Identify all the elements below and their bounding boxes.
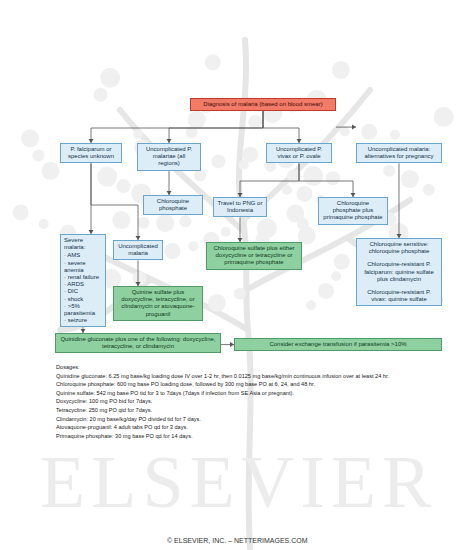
dosage-note: Dosages: [56,364,80,370]
process-box: Chloroquine phosphate [143,195,203,215]
treatment-box: Chloroquine sensitive: chloroquine phosp… [356,238,442,306]
treatment-box: Quinidine gluconate plus one of the foll… [55,333,221,353]
process-box: Travel to PNG or Indonesia [213,197,267,217]
dosage-note: Atovaquone-proguanil: 4 adult tabs PO qd… [56,424,188,430]
node-text: · ARDS [64,281,102,288]
treatment-box: Chloroquine sulfate plus either doxycycl… [206,242,302,270]
connector [89,111,264,143]
connector [221,342,234,347]
node-text: Consider exchange transfusion if parasit… [238,341,438,348]
connector [91,163,141,240]
node-text: Uncomplicated malaria: alternatives for … [360,146,438,160]
branch-box: P. falciparum or species unknown [60,143,122,163]
node-text: Chloroquine-resistant P. falciparum: qui… [360,261,438,283]
node-text: Chloroquine phosphate plus primaquine ph… [322,200,384,222]
process-box: Chloroquine phosphate plus primaquine ph… [318,197,388,225]
connector [238,163,300,197]
node-text: Uncomplicated P. malariae (all regions) [141,146,197,168]
node-text: Chloroquine sulfate plus either doxycycl… [210,245,298,267]
node-text: Chloroquine phosphate [147,198,199,212]
dosage-note: Primaquine phosphate: 30 mg base PO qd f… [56,433,193,439]
branch-box: Uncomplicated P. vivax or P. ovale [266,143,332,163]
node-text: Chloroquine sensitive: chloroquine phosp… [360,241,438,255]
treatment-box: Consider exchange transfusion if parasit… [234,338,442,351]
process-box: Uncomplicated malaria [113,240,163,260]
node-text: Uncomplicated P. vivax or P. ovale [270,146,328,160]
connector [336,125,356,130]
criteria-box: Severe malaria:· AMS· severe anemia· ren… [60,234,106,327]
node-text: Uncomplicated malaria [117,243,159,257]
node-text: · severe anemia [64,260,102,274]
connector [167,171,172,195]
node-text: · >5% parasitemia [64,303,102,317]
connector [136,260,141,286]
node-text: · renal failure [64,274,102,281]
watermark: ELSEVIER [40,440,437,525]
branch-box: Uncomplicated P. malariae (all regions) [137,143,201,171]
dosage-note: Chloroquine phosphate: 600 mg base PO lo… [56,381,315,387]
node-text: Chloroquine-resistant P. vivax: quinine … [360,289,438,303]
node-text: Severe malaria: [64,237,102,251]
node-text: · DIC [64,288,102,295]
node-text: · shock [64,296,102,303]
connector [238,217,243,242]
node-text: Quinine sulfate plus doxycycline, tetrac… [117,289,199,318]
start-box: Diagnosis of malaria (based on blood sme… [190,98,336,111]
connector [397,163,402,238]
dosage-note: Tetracycline: 250 mg PO qid for 7days. [56,407,152,413]
treatment-box: Quinine sulfate plus doxycycline, tetrac… [113,286,203,321]
dosage-note: Quinine sulfate: 542 mg base PO tid for … [56,390,294,396]
dosage-note: Clindamycin: 20 mg base/kg/day PO divide… [56,416,201,422]
copyright: © ELSEVIER, INC. – NETTERIMAGES.COM [167,537,308,544]
connector [167,111,264,143]
node-text: P. falciparum or species unknown [64,146,118,160]
connector [263,111,302,143]
node-text: Travel to PNG or Indonesia [217,200,263,214]
branch-box: Uncomplicated malaria: alternatives for … [356,143,442,163]
dosage-note: Quinidine gluconate: 6.25 mg base/kg loa… [56,373,389,379]
node-text: Quinidine gluconate plus one of the foll… [59,336,217,350]
node-text: Diagnosis of malaria (based on blood sme… [194,101,332,108]
node-text: · AMS [64,252,102,259]
dosage-note: Doxycycline: 100 mg PO bid for 7days. [56,398,152,404]
connector [299,163,356,197]
node-text: · seizure [64,317,102,324]
